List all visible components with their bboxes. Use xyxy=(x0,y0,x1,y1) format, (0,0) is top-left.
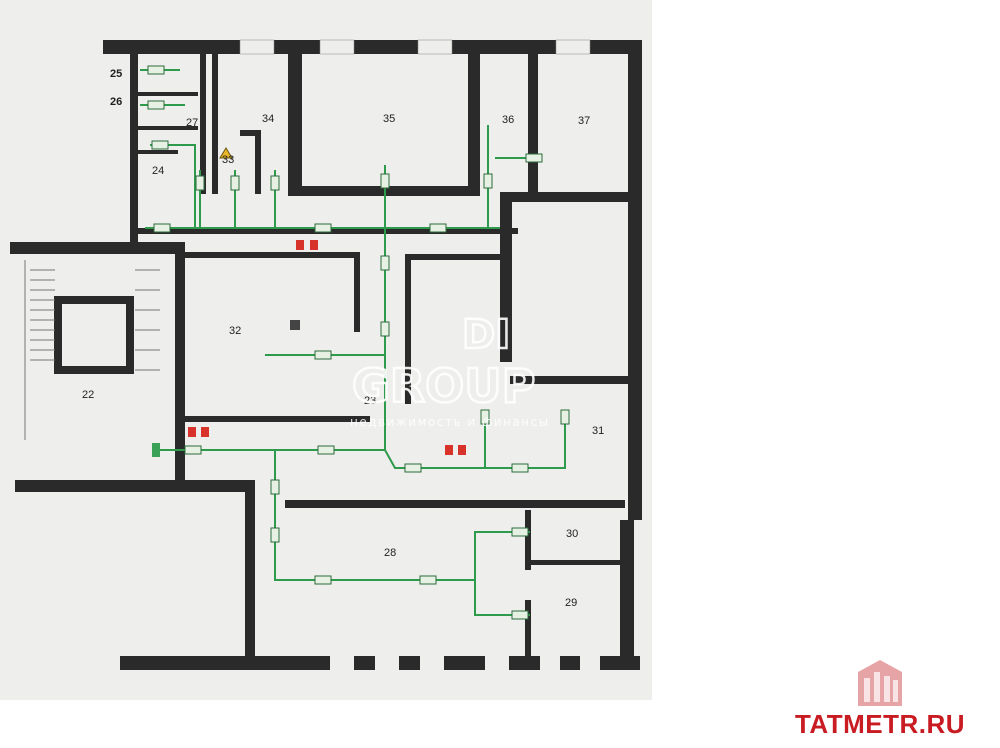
room-label: 26 xyxy=(110,96,122,108)
room-label: 33 xyxy=(222,154,234,166)
room-label: 29 xyxy=(565,597,577,609)
watermark-line1: DI xyxy=(462,312,510,358)
room-label: 30 xyxy=(566,528,578,540)
room-label: 28 xyxy=(384,547,396,559)
watermark-line2: GROUP xyxy=(352,359,535,413)
floor-plan-photo: 22 23 24 25 26 27 28 29 30 31 32 33 34 3… xyxy=(0,0,652,700)
room-label: 36 xyxy=(502,114,514,126)
building-logo-icon xyxy=(858,660,902,706)
staircase xyxy=(24,260,160,440)
room-label: 37 xyxy=(578,115,590,127)
fire-extinguishers xyxy=(188,240,466,455)
room-labels: 22 23 24 25 26 27 28 29 30 31 32 33 34 3… xyxy=(82,68,604,609)
watermark-tagline: недвижимость и финансы xyxy=(350,415,550,429)
brand-watermark: TATMETR.RU xyxy=(780,660,980,740)
room-label: 31 xyxy=(592,425,604,437)
warning-icon xyxy=(219,147,233,159)
watermark: DI GROUP недвижимость и финансы xyxy=(350,311,550,429)
brand-text: TATMETR.RU xyxy=(794,709,966,739)
column-marker xyxy=(290,320,300,330)
room-label: 24 xyxy=(152,165,164,177)
room-label: 25 xyxy=(110,68,122,80)
room-label: 22 xyxy=(82,389,94,401)
room-label: 23 xyxy=(364,395,376,407)
room-label: 27 xyxy=(186,117,198,129)
room-label: 32 xyxy=(229,325,241,337)
evacuation-plan: 22 23 24 25 26 27 28 29 30 31 32 33 34 3… xyxy=(10,39,642,670)
room-label: 35 xyxy=(383,113,395,125)
room-label: 34 xyxy=(262,113,274,125)
exit-signs xyxy=(147,65,570,620)
